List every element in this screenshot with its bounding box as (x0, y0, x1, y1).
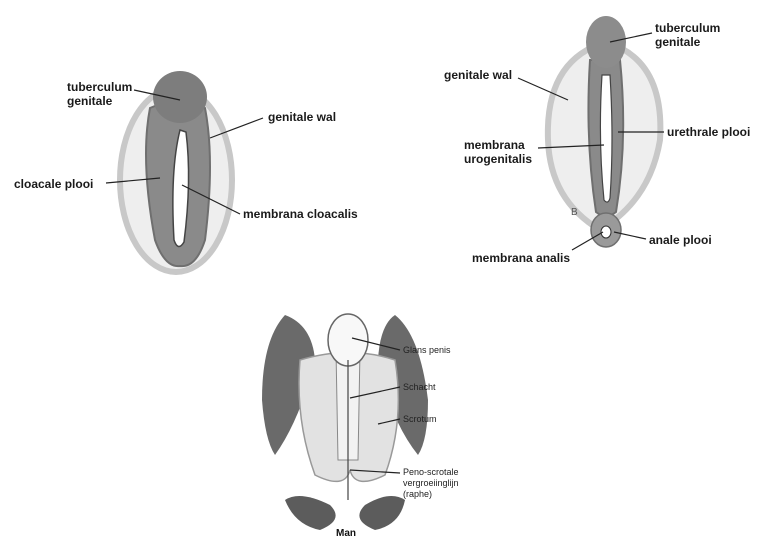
label-scrotum: Scrotum (403, 414, 437, 425)
label-tuberculum-a-line1: tuberculum (67, 80, 132, 94)
label-raphe-line3: (raphe) (403, 489, 459, 500)
label-tuberculum-b-line2: genitale (655, 35, 720, 49)
label-raphe-line2: vergroeiinglijn (403, 478, 459, 489)
label-urethrale-plooi: urethrale plooi (667, 125, 750, 139)
panel-letter-b: B (571, 207, 578, 218)
label-genitale-wal-b: genitale wal (444, 68, 512, 82)
label-schacht: Schacht (403, 382, 436, 393)
label-genitale-wal-a: genitale wal (268, 110, 336, 124)
label-tuberculum-b-line1: tuberculum (655, 21, 720, 35)
label-membrana-line2: urogenitalis (464, 152, 532, 166)
label-glans-penis: Glans penis (403, 345, 451, 356)
label-membrana-cloacalis: membrana cloacalis (243, 207, 358, 221)
panel-c-bottom-left (285, 496, 336, 530)
label-raphe-line1: Peno-scrotale (403, 467, 459, 478)
label-tuberculum-genitale-b: tuberculum genitale (655, 21, 720, 49)
label-tuberculum-genitale-a: tuberculum genitale (67, 80, 132, 108)
label-tuberculum-a-line2: genitale (67, 94, 132, 108)
label-membrana-analis: membrana analis (472, 251, 570, 265)
panel-c-caption: Man (336, 528, 356, 539)
label-cloacale-plooi: cloacale plooi (14, 177, 93, 191)
label-anale-plooi: anale plooi (649, 233, 712, 247)
panel-a-drawing (120, 71, 232, 272)
label-membrana-urogenitalis: membrana urogenitalis (464, 138, 532, 166)
panel-c-bottom-right (359, 496, 405, 530)
panel-b-genital-tubercle (586, 16, 626, 68)
panel-a-genital-tubercle (153, 71, 207, 123)
label-raphe: Peno-scrotale vergroeiinglijn (raphe) (403, 467, 459, 500)
label-membrana-line1: membrana (464, 138, 532, 152)
panel-b-urogenital-membrane (600, 75, 612, 202)
